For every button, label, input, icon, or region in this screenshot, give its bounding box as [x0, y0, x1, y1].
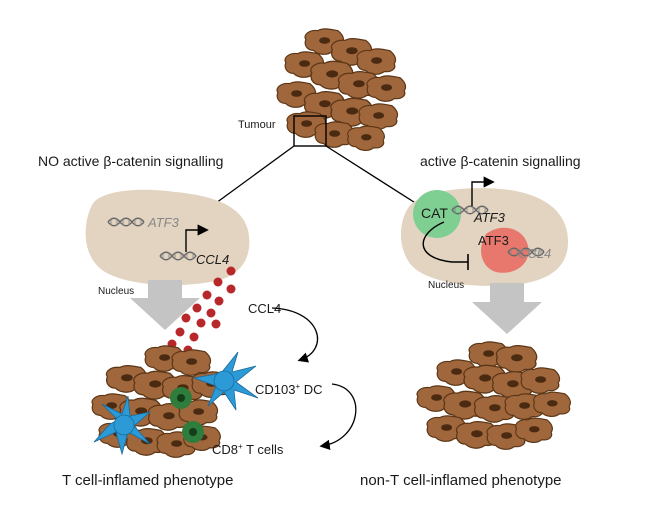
atf3-gene-left: ATF3: [147, 215, 180, 230]
atf3-protein: [481, 227, 529, 273]
cd8-t-cell-2: [182, 421, 204, 443]
no-active-signalling-label: NO active β-catenin signalling: [38, 153, 223, 169]
ccl4-gene-left: CCL4: [196, 252, 229, 267]
zoom-box: [293, 115, 327, 147]
atf3-gene-right: ATF3: [473, 210, 506, 225]
phenotype-right-label: non-T cell-inflamed phenotype: [360, 472, 562, 489]
atf3-protein-label: ATF3: [478, 233, 509, 248]
dendritic-cell-right: [192, 351, 259, 411]
nucleus-label-left: Nucleus: [98, 286, 134, 297]
tumour-label: Tumour: [238, 119, 276, 131]
dendritic-cell-left: [93, 395, 152, 456]
ccl4-to-dc-arrow: [271, 307, 319, 363]
inhibition-arc: [422, 221, 468, 263]
cd8-t-cell-1: [170, 387, 192, 409]
cat-label: CAT: [421, 205, 448, 221]
zoom-line-right: [325, 145, 429, 212]
grey-arrow-right: [472, 283, 542, 334]
nucleus-left: [85, 189, 250, 286]
ccl4-gene-right: CCL4: [518, 246, 551, 261]
active-signalling-label: active β-catenin signalling: [420, 153, 581, 169]
cat-protein: [413, 190, 461, 238]
tumour-cluster-top: [276, 28, 407, 152]
ccl4-secreted-label: CCL4: [248, 301, 281, 316]
cd103-dc-label: CD103+ DC: [255, 382, 323, 397]
nucleus-label-right: Nucleus: [428, 280, 464, 291]
ccl4-dots: [167, 266, 236, 363]
transcription-arrow-left: [185, 224, 209, 252]
grey-arrow-left: [130, 280, 200, 330]
zoom-line-left: [215, 145, 295, 204]
cd8-t-cells-label: CD8+ T cells: [212, 442, 284, 457]
phenotype-left-label: T cell-inflamed phenotype: [62, 472, 234, 489]
tumour-cluster-right: [416, 341, 571, 450]
transcription-arrow-right: [471, 176, 495, 206]
dc-to-tcell-arrow: [319, 383, 357, 450]
